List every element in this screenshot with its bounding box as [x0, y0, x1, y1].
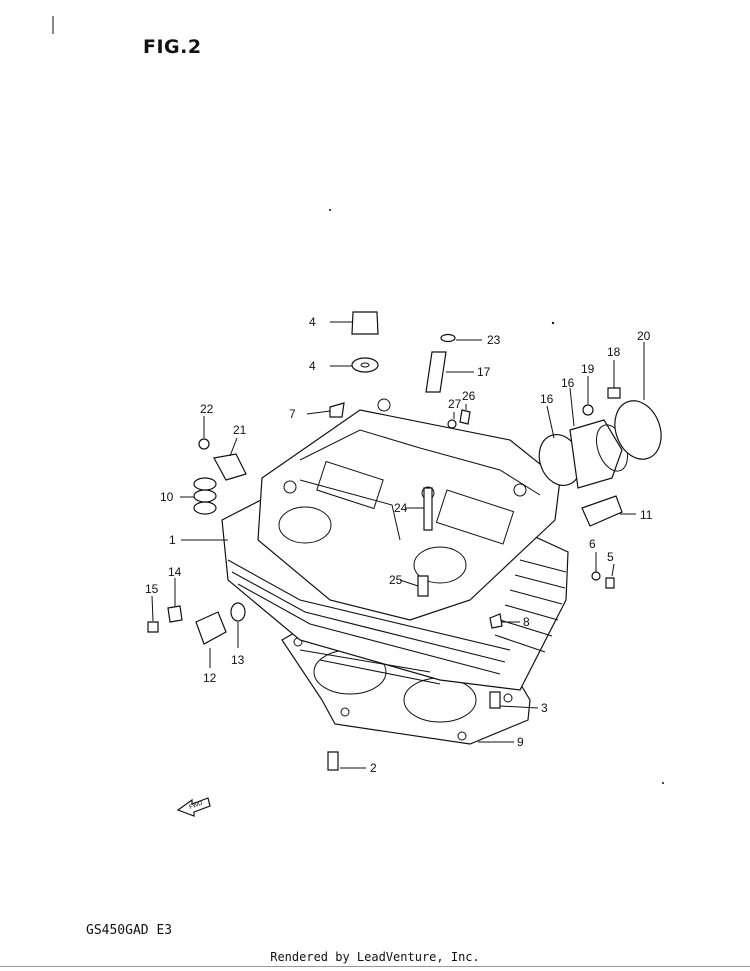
callout-15: 6 [589, 537, 596, 551]
callout-19: 12 [203, 671, 217, 685]
spark-plug-part-18 [581, 495, 623, 527]
nut-part-21 [167, 605, 183, 623]
valve-guide-part-3 [213, 453, 247, 481]
forward-arrow-icon: FWD [176, 797, 211, 817]
callout-6: 25 [389, 573, 403, 587]
scan-specks [52, 16, 664, 784]
callout-16-right: 8 [523, 615, 530, 629]
callout-26: 19 [581, 362, 595, 376]
leader-lines [151, 321, 645, 769]
clip-part-4-top [440, 333, 456, 343]
seal-stack-part-17 [193, 477, 217, 515]
callout-27: 20 [637, 329, 651, 343]
callout-12: 4 [309, 315, 316, 329]
callout-16-left: 7 [289, 407, 296, 421]
callout-7: 26 [462, 389, 476, 403]
footer-credit: Rendered by LeadVenture, Inc. [270, 950, 480, 964]
fwd-label: FWD [189, 800, 205, 811]
footer-divider [0, 966, 750, 967]
clamp-band-part-27 [614, 400, 662, 460]
callout-10: 2 [370, 761, 377, 775]
callout-23: 16 [561, 376, 575, 390]
model-code: GS450GAD E3 [86, 923, 173, 938]
clamp-part-16-top [329, 402, 345, 418]
callout-4-top: 23 [487, 333, 501, 347]
callout-20: 13 [231, 653, 245, 667]
screw-part-25 [607, 387, 621, 399]
o-ring-part-20 [230, 602, 246, 622]
clip-part-16-right [489, 613, 503, 629]
callout-22: 15 [145, 582, 159, 596]
callout-9: 9 [517, 735, 524, 749]
dowel-part-6 [417, 575, 429, 597]
callout-5: 24 [394, 501, 408, 515]
figure-title: FIG.2 [143, 36, 202, 58]
bolt-part-22 [147, 621, 159, 633]
callout-18: 11 [640, 508, 653, 522]
bolt-part-7 [459, 409, 471, 425]
washer-part-15 [591, 571, 601, 581]
callout-14: 5 [607, 550, 614, 564]
head-top-deck [257, 398, 561, 621]
callout-17: 10 [160, 490, 174, 504]
callout-3: 21 [233, 423, 247, 437]
callout-13: 4 [309, 359, 316, 373]
callout-8: 27 [448, 397, 462, 411]
callout-4-left: 22 [200, 402, 214, 416]
bolt-part-10 [327, 751, 339, 771]
washer-part-8 [447, 419, 457, 429]
stud-part-5 [423, 487, 433, 531]
washer-part-13 [351, 357, 379, 373]
cap-part-12 [351, 311, 379, 335]
callout-2: 17 [477, 365, 491, 379]
clip-part-4-left [198, 438, 210, 450]
callout-24: 16 [540, 392, 554, 406]
valve-guide-part-2 [425, 351, 447, 393]
callout-21: 14 [168, 565, 182, 579]
plug-part-19 [195, 611, 227, 645]
callout-1: 1 [169, 533, 176, 547]
dowel-part-11 [489, 691, 501, 709]
callout-11: 3 [541, 701, 548, 715]
callout-labels: 1 17 21 22 23 24 25 26 27 9 2 3 4 4 5 6 … [145, 315, 653, 775]
callout-25: 18 [607, 345, 621, 359]
bolt-part-14 [605, 577, 615, 589]
washer-part-26 [582, 404, 594, 416]
